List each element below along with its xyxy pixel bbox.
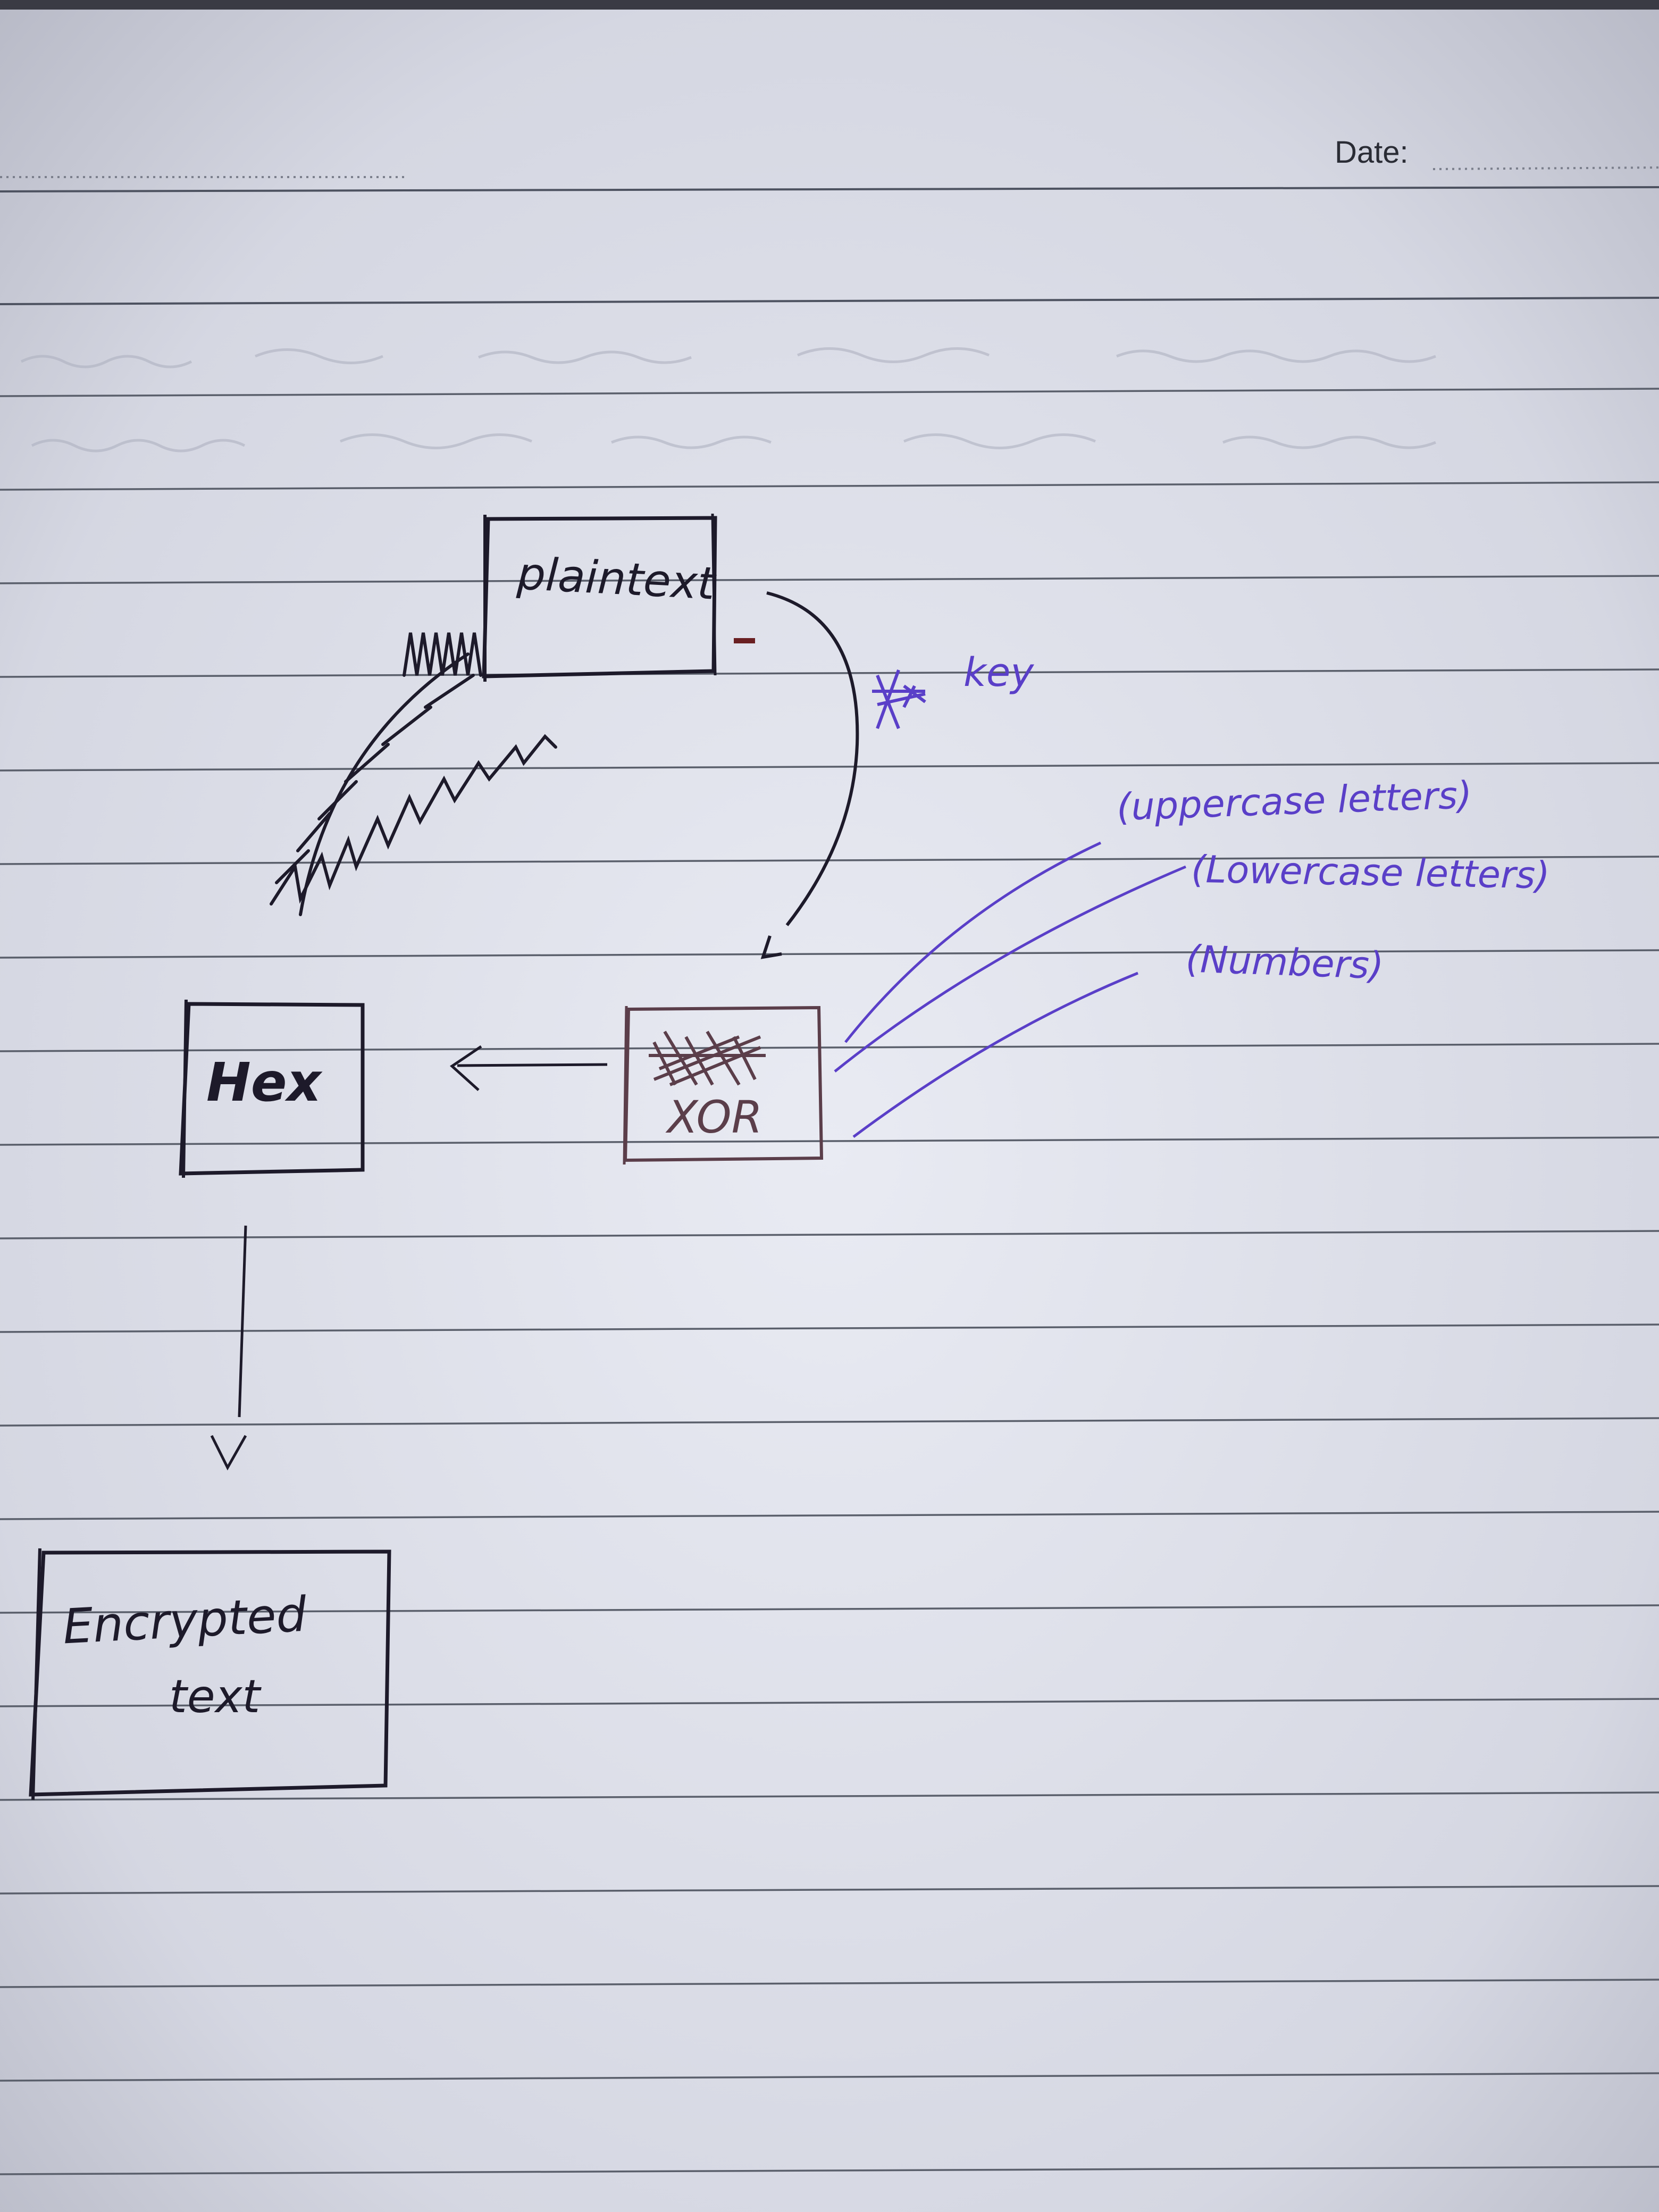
hex-label: Hex xyxy=(206,1051,323,1113)
encrypted-text-node: Encrypted text xyxy=(29,1548,391,1800)
crossed-out-word xyxy=(649,1030,766,1086)
ruled-line xyxy=(0,2166,1659,2175)
ruled-line xyxy=(0,481,1659,491)
ruled-line xyxy=(0,1791,1659,1801)
hex-to-encrypted-arrow xyxy=(210,1225,247,1471)
header-area: Date: xyxy=(0,135,1659,305)
ruled-line xyxy=(0,1698,1659,1707)
ruled-line xyxy=(0,1604,1659,1614)
ruled-line xyxy=(0,1417,1659,1427)
ruled-line xyxy=(0,762,1659,772)
ruled-line xyxy=(0,1885,1659,1895)
key-options: (uppercase letters) (Lowercase letters) … xyxy=(1116,773,1551,987)
ruled-line xyxy=(0,668,1659,678)
connector-numbers xyxy=(852,971,1138,1138)
ruled-line xyxy=(0,575,1659,584)
key-edge: key xyxy=(760,591,1034,959)
plaintext-label: plaintext xyxy=(515,547,718,610)
xor-node: XOR xyxy=(623,1006,824,1165)
ruled-line xyxy=(0,388,1659,397)
key-option-numbers: (Numbers) xyxy=(1185,937,1385,987)
hex-node: Hex xyxy=(179,999,365,1178)
ruled-line xyxy=(0,1136,1659,1146)
ruled-line xyxy=(0,1979,1659,1988)
connector-lowercase xyxy=(834,865,1186,1073)
encrypted-label-line1: Encrypted xyxy=(62,1587,308,1655)
encrypted-label-line2: text xyxy=(169,1670,262,1723)
ink-mark xyxy=(734,638,755,643)
ruled-line xyxy=(0,1230,1659,1239)
key-edge-arrowhead xyxy=(760,935,782,959)
connector-uppercase xyxy=(844,841,1102,1043)
key-option-lowercase: (Lowercase letters) xyxy=(1191,848,1550,898)
show-through-writing xyxy=(20,347,1436,453)
key-option-connectors xyxy=(834,841,1186,1138)
xor-label: XOR xyxy=(665,1091,763,1143)
ruled-line xyxy=(0,949,1659,959)
crossed-out-word xyxy=(872,669,926,730)
ruled-line xyxy=(0,1043,1659,1052)
ruled-line xyxy=(0,1323,1659,1333)
ruled-line xyxy=(0,1511,1659,1520)
xor-to-hex-arrow xyxy=(449,1045,608,1091)
plaintext-node: plaintext xyxy=(482,513,755,682)
scribbled-arc xyxy=(270,632,557,916)
key-label: key xyxy=(963,650,1034,696)
date-label: Date: xyxy=(1335,135,1409,170)
key-edge-curve xyxy=(766,591,859,926)
ruled-line xyxy=(0,2072,1659,2082)
top-shadow xyxy=(0,0,1659,10)
